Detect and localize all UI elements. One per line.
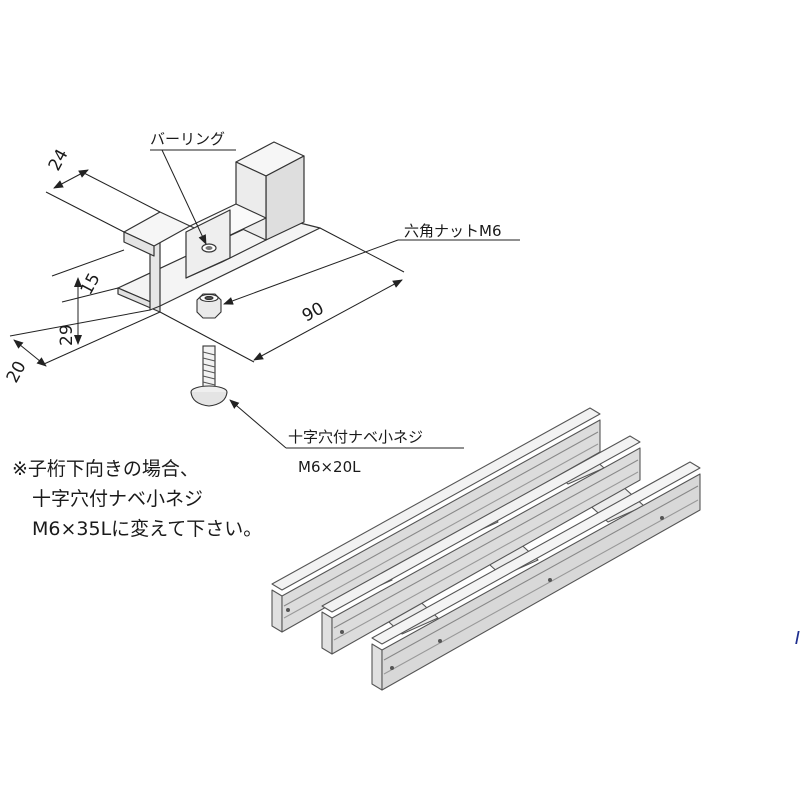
ladder-rail-middle [321,435,641,655]
dim-24: 24 [45,146,73,174]
cable-ladder [271,407,701,691]
pan-head-screw [190,345,228,407]
ladder-rail-back [271,407,601,633]
callout-screw-size: M6×20L [298,458,361,476]
leader-lines [150,149,520,449]
bracket-clamp [117,141,321,313]
note-line-3: M6×35Lに変えて下さい。 [32,518,263,540]
installation-note: ※子桁下向きの場合、 十字穴付ナベ小ネジ M6×35Lに変えて下さい。 [12,454,262,544]
callout-burring: バーリング [150,130,225,148]
dim-15: 15 [77,270,105,298]
burring-hole [201,243,217,253]
callout-screw-name: 十字穴付ナベ小ネジ [288,428,423,446]
callout-hex-nut: 六角ナットM6 [404,222,502,240]
ladder-rail-front [371,461,701,691]
dim-20: 20 [3,358,31,386]
dimension-lines [9,169,405,367]
dim-29: 29 [57,324,77,346]
note-line-1: ※子桁下向きの場合、 [12,458,199,480]
edge-mark: I [794,628,800,649]
hex-nut [196,293,222,319]
note-line-2: 十字穴付ナベ小ネジ [32,488,204,510]
rail-holes [286,516,664,670]
